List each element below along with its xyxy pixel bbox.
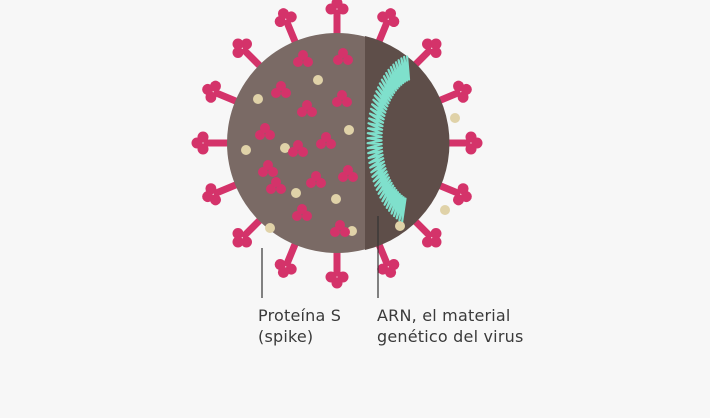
spike-head xyxy=(332,90,352,107)
membrane-protein xyxy=(440,205,450,215)
membrane-protein xyxy=(331,194,341,204)
spike-head xyxy=(333,48,353,65)
spike-head xyxy=(306,171,326,188)
membrane-protein xyxy=(241,145,251,155)
spike-head xyxy=(266,177,286,194)
spike-head xyxy=(288,140,308,157)
spike-head xyxy=(338,165,358,182)
spike-head xyxy=(316,132,336,149)
spike-head xyxy=(292,204,312,221)
membrane-protein xyxy=(395,221,405,231)
protein-s-label-line1: Proteína S xyxy=(258,306,342,325)
protein-s-label: Proteína S (spike) xyxy=(258,305,341,347)
protein-s-label-line2: (spike) xyxy=(258,327,314,346)
virus-body xyxy=(227,33,450,253)
membrane-protein xyxy=(313,75,323,85)
rna-label-line1: ARN, el material xyxy=(377,306,511,325)
spike-head xyxy=(330,220,350,237)
rna-strand xyxy=(366,55,411,223)
spike-head xyxy=(297,100,317,117)
spike-head xyxy=(293,50,313,67)
rna-label-line2: genético del virus xyxy=(377,327,524,346)
spike-head xyxy=(255,123,275,140)
spike-head xyxy=(258,160,278,177)
membrane-protein xyxy=(450,113,460,123)
membrane-protein xyxy=(280,143,290,153)
spike-proteins-front xyxy=(255,48,358,237)
membrane-proteins xyxy=(241,75,460,236)
membrane-protein xyxy=(253,94,263,104)
membrane-protein xyxy=(291,188,301,198)
membrane-protein xyxy=(265,223,275,233)
spike-head xyxy=(271,81,291,98)
rna-label: ARN, el material genético del virus xyxy=(377,305,523,347)
membrane-protein xyxy=(344,125,354,135)
